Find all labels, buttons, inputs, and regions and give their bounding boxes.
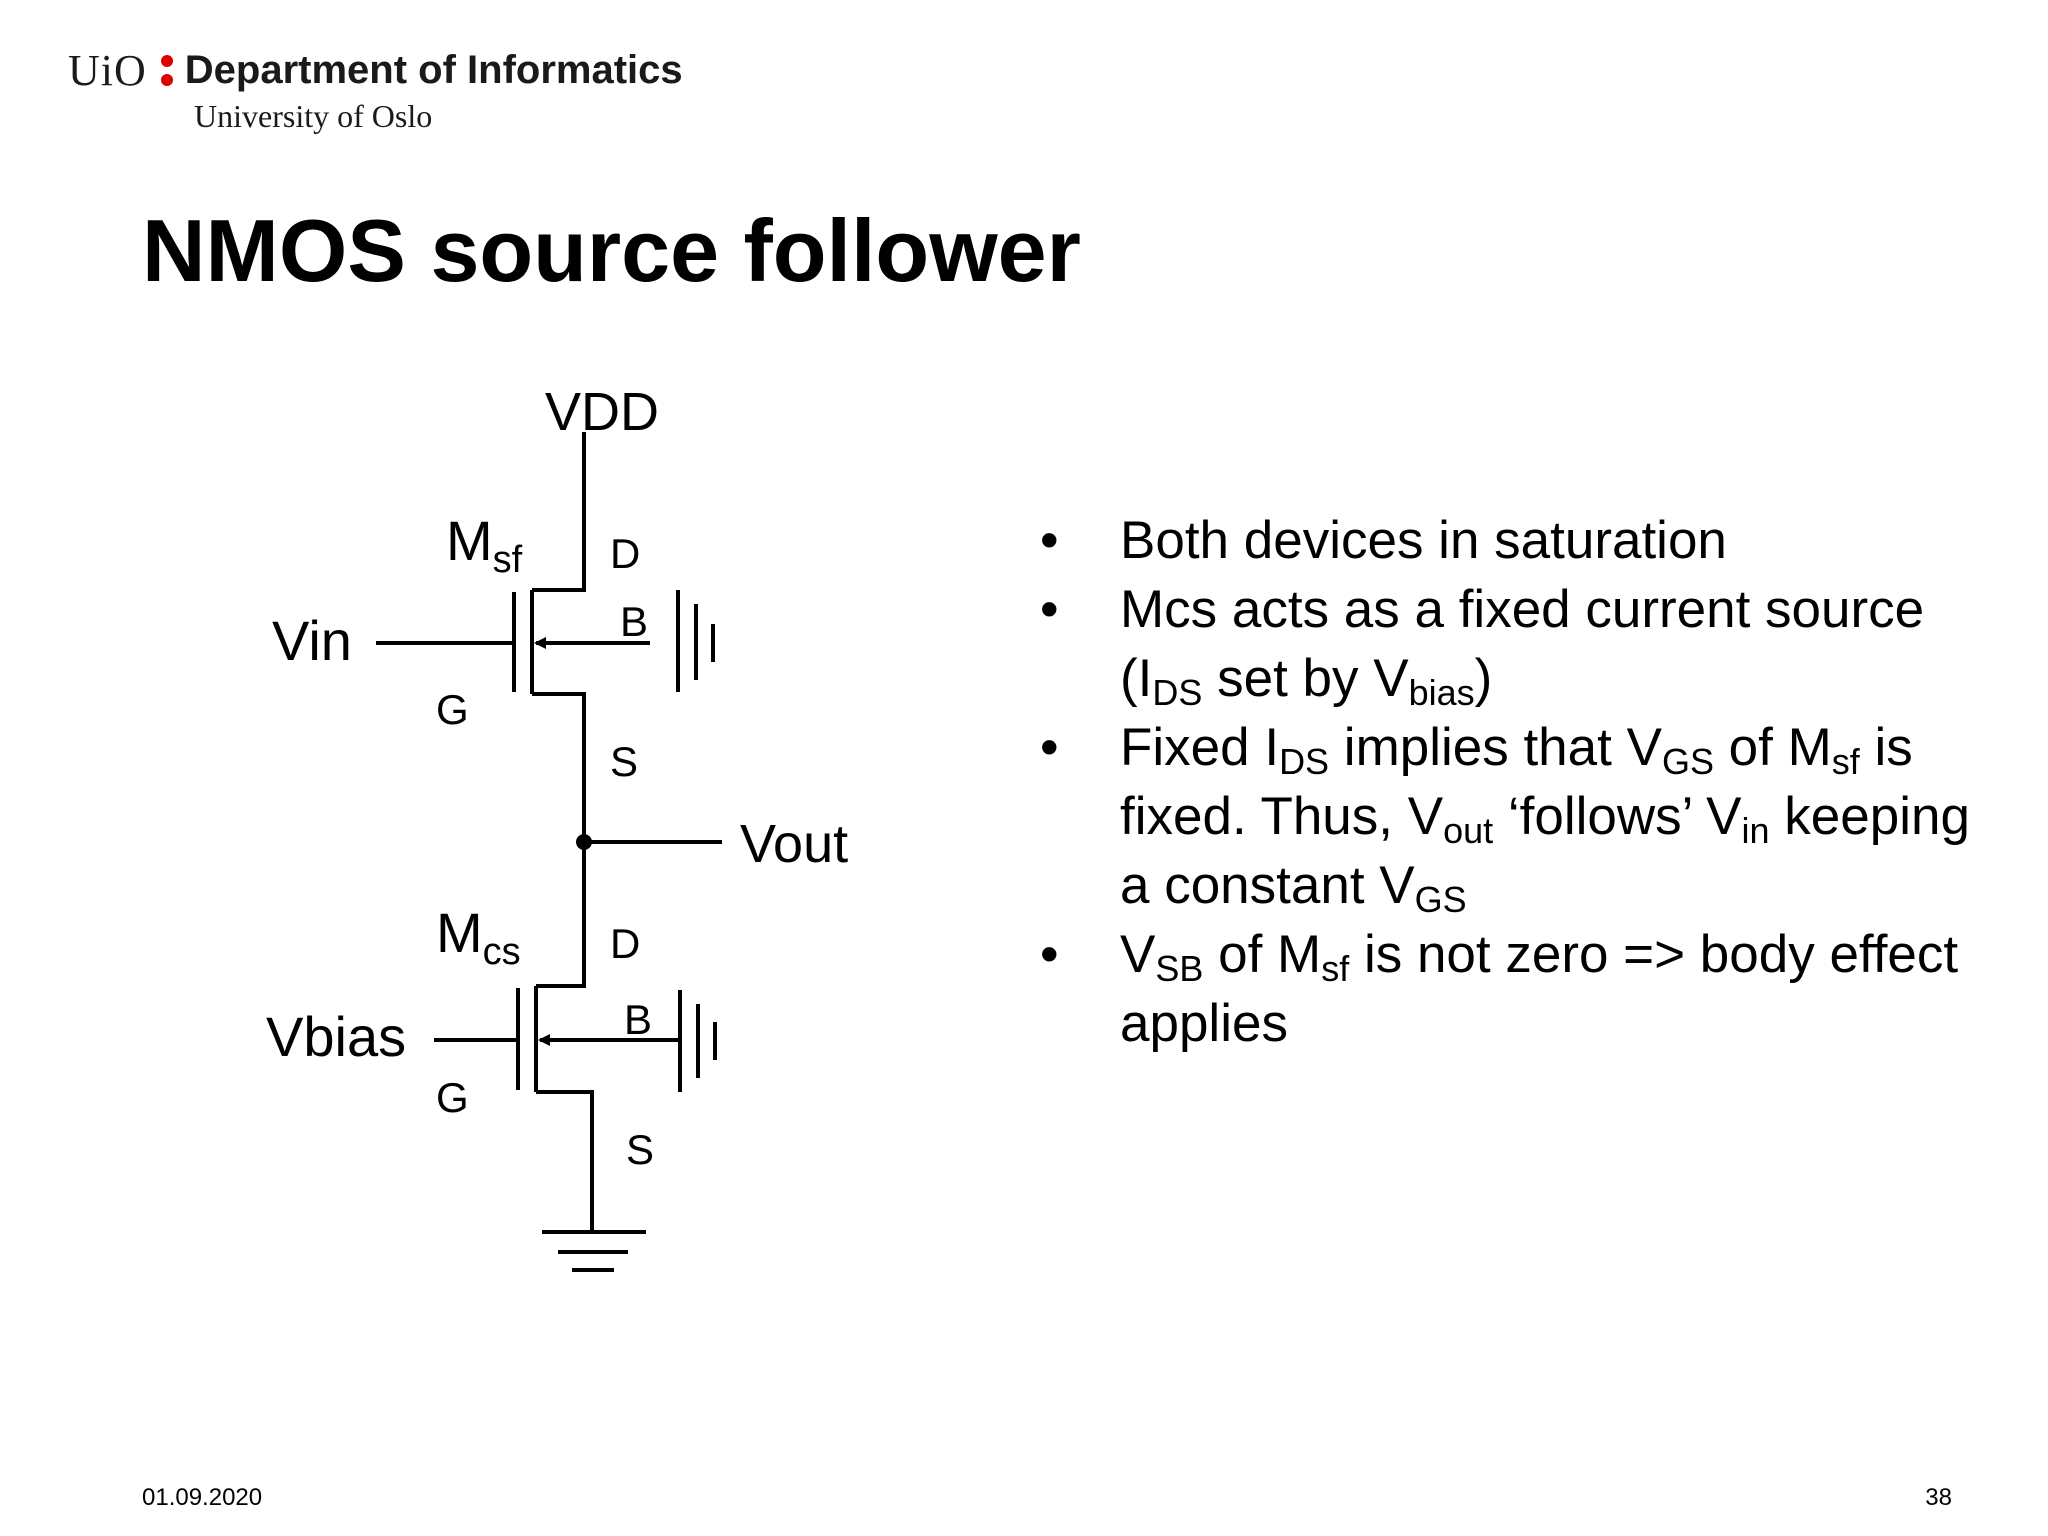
bullet-item-body-effect: VSB of Msf is not zero => body effect ap…	[1030, 920, 1990, 1058]
uio-logo: UiO Department of Informatics University…	[68, 44, 683, 135]
bullet-item-vgs-fixed: Fixed IDS implies that VGS of Msf is fix…	[1030, 713, 1990, 920]
logo-uio-text: UiO	[68, 45, 147, 95]
msf-label: Msf	[446, 509, 523, 581]
ground-icon	[542, 1230, 646, 1272]
msf-source-label: S	[610, 738, 638, 785]
bullet-item-current-source: Mcs acts as a fixed current source (IDS …	[1030, 575, 1990, 713]
logo-department-text: Department of Informatics	[184, 47, 683, 92]
logo-university-text: University of Oslo	[194, 98, 433, 134]
vdd-label: VDD	[545, 382, 659, 442]
mcs-source-label: S	[626, 1126, 654, 1173]
footer-date: 01.09.2020	[142, 1484, 263, 1511]
slide-title: NMOS source follower	[142, 201, 1081, 300]
mcs-body-ground-icon	[678, 990, 717, 1092]
vin-label: Vin	[272, 609, 352, 672]
logo-top-line: UiO Department of Informatics	[68, 44, 683, 96]
mcs-body-label: B	[624, 996, 652, 1043]
msf-body-ground-icon	[676, 590, 715, 692]
logo-colon-icon	[160, 54, 173, 86]
vout-node-dot	[576, 834, 592, 850]
msf-body-label: B	[620, 598, 648, 645]
page-number: 38	[1925, 1484, 1952, 1511]
mcs-gate-label: G	[436, 1074, 469, 1121]
bullet-item-saturation: Both devices in saturation	[1030, 506, 1990, 575]
msf-gate-label: G	[436, 686, 469, 733]
msf-drain-label: D	[610, 530, 640, 577]
vout-label: Vout	[740, 814, 848, 874]
mcs-label: Mcs	[436, 901, 521, 973]
vbias-label: Vbias	[266, 1005, 406, 1068]
mcs-drain-label: D	[610, 920, 640, 967]
bullet-list: Both devices in saturation Mcs acts as a…	[1030, 506, 1990, 1058]
